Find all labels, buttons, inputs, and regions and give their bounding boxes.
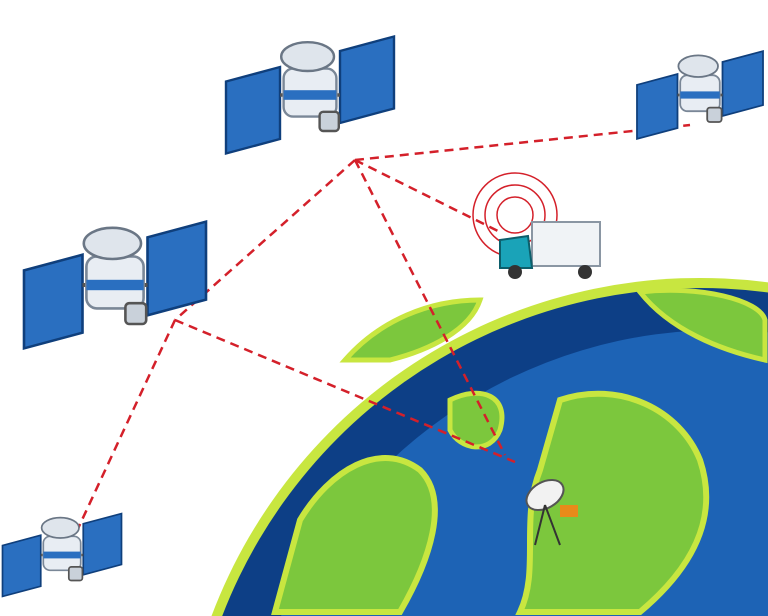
satellite-icon <box>22 219 208 351</box>
link <box>354 123 691 162</box>
link <box>354 158 501 234</box>
ground-station-dish-icon <box>525 478 578 546</box>
link <box>73 319 177 536</box>
earth <box>211 277 768 616</box>
link <box>174 318 516 464</box>
link <box>353 159 507 456</box>
satellite-icon <box>224 34 396 156</box>
satellite-icon <box>1 512 123 598</box>
satellite-icon <box>635 49 765 141</box>
truck-icon <box>472 172 601 279</box>
